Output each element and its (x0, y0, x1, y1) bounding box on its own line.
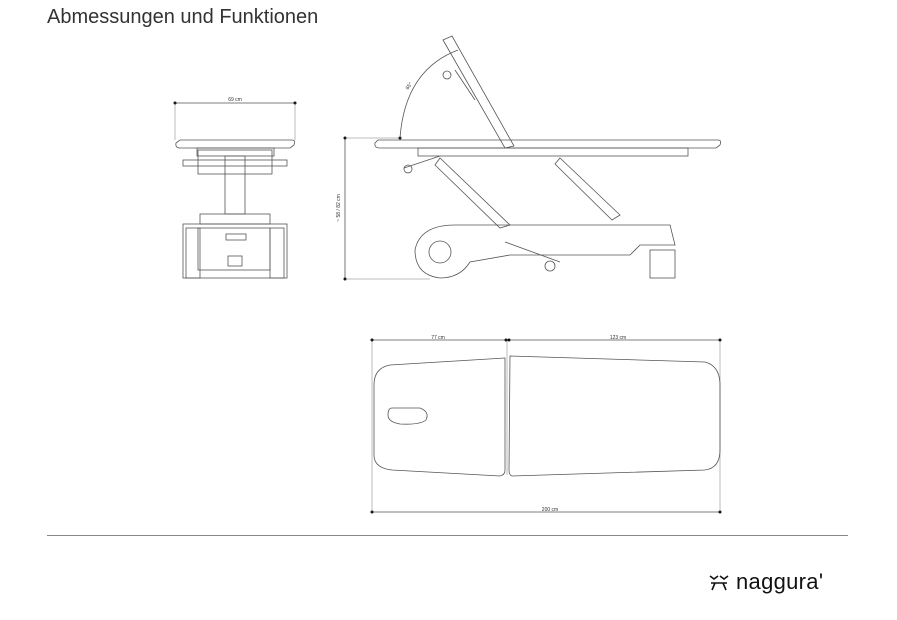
divider (47, 535, 848, 536)
brand-name: naggura' (736, 569, 824, 594)
front-view: 69 cm (173, 97, 297, 279)
side-view: ~ 58 / 82 cm 65° (336, 35, 722, 281)
total-length-label: 200 cm (542, 507, 558, 513)
head-section-label: 77 cm (431, 335, 445, 341)
page-title: Abmessungen und Funktionen (47, 6, 319, 28)
brand-logo: naggura' (708, 569, 823, 595)
height-label: ~ 58 / 82 cm (336, 194, 342, 222)
brand-mark-icon (709, 575, 729, 591)
body-section-label: 123 cm (610, 335, 626, 341)
angle-label: 65° (405, 82, 414, 92)
top-view: 77 cm 123 cm 200 cm (370, 335, 722, 514)
front-width-label: 69 cm (228, 97, 242, 103)
